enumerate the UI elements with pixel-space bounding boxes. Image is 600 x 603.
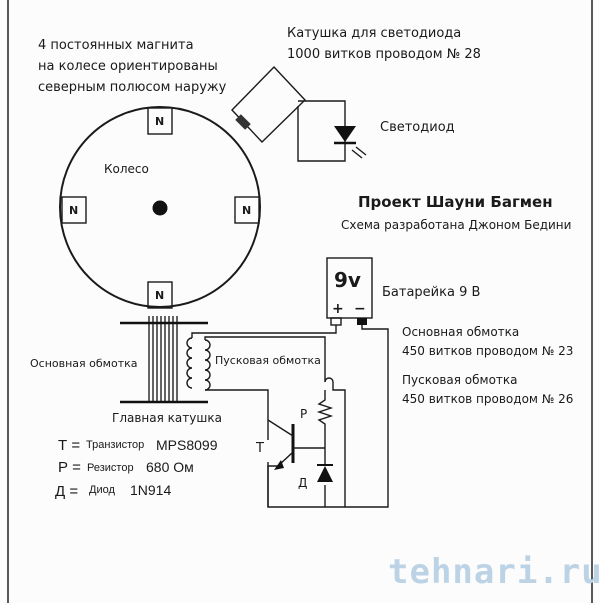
svg-text:N: N: [155, 289, 164, 302]
svg-text:Диод: Диод: [89, 484, 115, 496]
main-winding-label: Основная обмотка: [30, 357, 138, 370]
magnet-right: N: [234, 196, 260, 224]
resistor-icon: [316, 390, 334, 466]
legend-diode: Д = Диод 1N914: [55, 482, 171, 500]
battery: 9v + −: [326, 257, 373, 326]
svg-text:MPS8099: MPS8099: [156, 437, 218, 453]
magnet-top: N: [147, 107, 173, 135]
start-winding-note-line1: Пусковая обмотка: [402, 373, 518, 387]
svg-text:Т =: Т =: [58, 437, 80, 454]
led-pickup-coil: [231, 65, 306, 144]
main-coil-label: Главная катушка: [112, 411, 222, 425]
legend-resistor: Р = Резистор 680 Ом: [58, 459, 194, 476]
resistor-mark: Р: [300, 407, 307, 421]
wheel-axle: [152, 200, 168, 216]
main-coil: [120, 316, 211, 404]
transistor-mark: Т: [255, 441, 264, 456]
svg-text:Резистор: Резистор: [87, 462, 134, 474]
wheel-label: Колесо: [104, 162, 149, 176]
start-winding-label: Пусковая обмотка: [215, 354, 321, 367]
svg-text:−: −: [354, 301, 366, 317]
led-coil-note-line2: 1000 витков проводом № 28: [287, 47, 481, 62]
main-winding-note-line1: Основная обмотка: [402, 325, 519, 339]
watermark: tehnari.ru: [388, 552, 600, 592]
legend-transistor: Т = Транзистор MPS8099: [58, 437, 218, 454]
project-title: Проект Шауни Багмен: [358, 193, 553, 211]
diode-mark: Д: [298, 476, 307, 490]
magnets-note-line3: северным полюсом наружу: [38, 80, 227, 95]
magnets-note-line1: 4 постоянных магнита: [38, 38, 194, 53]
led-label: Светодиод: [380, 120, 455, 135]
svg-text:N: N: [155, 115, 164, 128]
battery-label: Батарейка 9 В: [382, 285, 480, 300]
project-subtitle: Схема разработана Джоном Бедини: [341, 218, 571, 232]
led-circuit: [297, 100, 367, 162]
svg-text:1N914: 1N914: [130, 482, 171, 498]
led-coil-note-line1: Катушка для светодиода: [287, 26, 461, 41]
led-diode-icon: [334, 126, 356, 142]
svg-text:+: +: [332, 301, 344, 317]
start-winding-note-line2: 450 витков проводом № 26: [402, 392, 573, 406]
circuit-wires: [191, 325, 389, 508]
svg-text:N: N: [242, 204, 251, 217]
svg-text:Транзистор: Транзистор: [86, 439, 144, 451]
svg-text:Р =: Р =: [58, 459, 81, 476]
magnet-left: N: [61, 196, 87, 224]
main-winding-note-line2: 450 витков проводом № 23: [402, 344, 573, 358]
magnet-bottom: N: [147, 281, 173, 309]
diode-icon: [317, 466, 333, 482]
svg-text:N: N: [69, 204, 78, 217]
battery-face: 9v: [334, 268, 361, 292]
magnets-note-line2: на колесе ориентированы: [38, 59, 218, 74]
wheel: Колесо N N N N: [59, 106, 261, 309]
svg-text:Д =: Д =: [55, 483, 78, 500]
svg-text:680 Ом: 680 Ом: [146, 459, 194, 475]
